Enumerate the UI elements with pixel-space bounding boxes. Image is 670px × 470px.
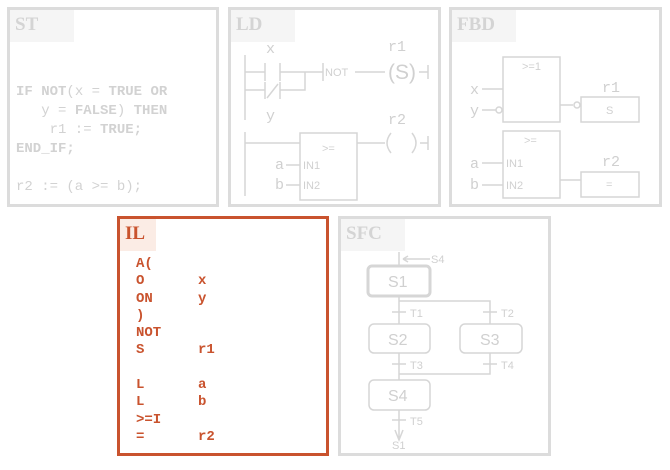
fbd-ge-label: >= <box>524 135 537 147</box>
st-line: IF NOT(x = TRUE OR <box>16 84 168 100</box>
fbd-diagram <box>482 56 640 199</box>
panel-sfc[interactable]: SFC <box>338 216 551 456</box>
ld-in1: IN1 <box>303 160 320 172</box>
st-line: END_IF; <box>16 141 75 157</box>
ld-label-r2: r2 <box>388 112 406 129</box>
sfc-transition-label: T3 <box>410 360 423 372</box>
sfc-step-label: S4 <box>388 388 408 405</box>
ld-rung2 <box>245 136 429 150</box>
st-line: r2 := (a >= b); <box>16 179 143 195</box>
ld-rung1 <box>322 63 429 81</box>
ld-label-y: y <box>266 108 275 125</box>
fbd-var-a: a <box>470 156 479 173</box>
panel-st[interactable]: ST <box>7 7 219 207</box>
fbd-ge-block <box>502 130 561 199</box>
panel-fbd[interactable]: FBD <box>449 7 662 207</box>
fbd-set-block <box>580 96 640 123</box>
sfc-transition-label: T4 <box>501 360 514 372</box>
sfc-step-label: S3 <box>480 332 500 349</box>
fbd-assign-label: = <box>606 179 612 191</box>
fbd-set-label: S <box>606 105 613 117</box>
sfc-transition-label: T1 <box>410 308 423 320</box>
fbd-or-label: >=1 <box>522 61 541 73</box>
st-code: IF NOT(x = TRUE OR y = FALSE) THEN r1 :=… <box>16 64 167 216</box>
panel-title-st: ST <box>10 10 74 42</box>
sfc-step-label: S2 <box>388 332 408 349</box>
ld-compare-block <box>299 132 358 201</box>
panel-title-ld: LD <box>231 10 295 42</box>
sfc-diagram <box>366 252 523 443</box>
fbd-var-x: x <box>470 82 479 99</box>
sfc-exit-label: S1 <box>392 440 405 452</box>
sfc-step-label: S1 <box>388 274 408 291</box>
fbd-var-y: y <box>470 103 479 120</box>
ld-in2: IN2 <box>303 180 320 192</box>
ld-contacts <box>245 63 323 99</box>
st-line: r1 := TRUE; <box>16 122 143 138</box>
sfc-transition-label: T5 <box>410 416 423 428</box>
panel-title-sfc: SFC <box>341 219 405 251</box>
panel-il[interactable]: IL <box>117 216 329 456</box>
ld-coil1-symbol: (S) <box>388 61 416 84</box>
ld-block-op: >= <box>322 143 335 155</box>
fbd-in1: IN1 <box>506 158 523 170</box>
panel-ld[interactable]: LD <box>228 7 441 207</box>
fbd-out-r1: r1 <box>602 80 620 97</box>
ld-coil2 <box>386 132 417 154</box>
st-line: y = FALSE) THEN <box>16 103 168 119</box>
fbd-out-r2: r2 <box>602 154 620 171</box>
fbd-in2: IN2 <box>506 180 523 192</box>
ld-not: NOT <box>325 67 349 79</box>
panel-title-fbd: FBD <box>452 10 516 42</box>
sfc-transition-label: T2 <box>501 308 514 320</box>
fbd-assign-block <box>580 171 640 198</box>
ld-var-b: b <box>275 177 284 194</box>
ld-label-r1: r1 <box>388 39 406 56</box>
fbd-var-b: b <box>470 177 479 194</box>
ld-label-x: x <box>266 41 275 58</box>
ld-var-a: a <box>275 157 284 174</box>
sfc-entry-label: S4 <box>431 254 444 266</box>
panel-title-il: IL <box>120 219 156 251</box>
sfc-step <box>459 323 523 354</box>
ld-diagram <box>244 55 429 201</box>
